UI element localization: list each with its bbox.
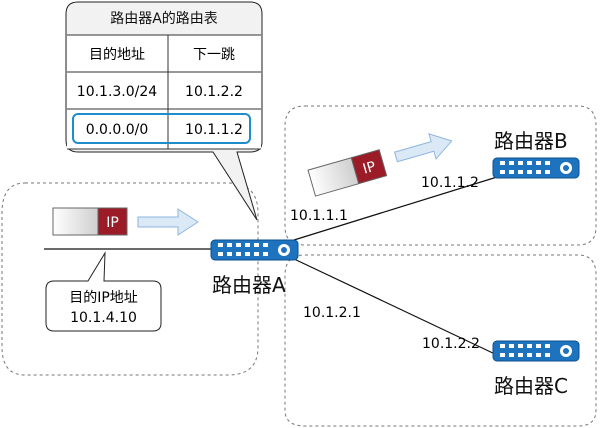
link-a-to-b [293,176,498,241]
ip-packet-label: IP [106,215,119,231]
table-header-next-hop: 下一跳 [193,47,235,63]
router-icon [210,239,299,261]
callout-line-2: 10.1.4.10 [70,310,137,326]
router-c-label: 路由器C [494,374,568,398]
table-row-2-destination: 0.0.0.0/0 [86,122,149,138]
label-a-to-b-address: 10.1.1.1 [290,208,348,224]
label-c-address: 10.1.2.2 [422,336,480,352]
router-icon [492,340,580,362]
router-a-label: 路由器A [212,273,286,297]
callout-line-1: 目的IP地址 [69,290,138,306]
arrow-right-icon [137,208,199,236]
ip-packet-icon: IP [52,207,128,236]
router-icon [492,157,580,179]
table-row-1-next-hop: 10.1.2.2 [185,84,243,100]
ip-packet-icon: IP [307,149,388,197]
destination-callout-bubble [45,251,162,332]
routing-table-title: 路由器A的路由表 [110,11,218,27]
routing-table: 目的地址 下一跳 10.1.3.0/24 10.1.2.2 0.0.0.0/0 … [67,34,261,150]
zone-router-b [284,105,597,246]
highlighted-default-route [72,113,251,144]
ip-packet-label-top: IP [361,159,378,178]
label-b-address: 10.1.1.2 [421,175,479,191]
router-b-label: 路由器B [494,129,568,153]
label-a-to-c-address: 10.1.2.1 [303,305,361,321]
table-row-2-next-hop: 10.1.1.2 [185,122,243,138]
link-a-to-c [291,257,498,356]
zone-left [1,182,259,376]
table-row-1-destination: 10.1.3.0/24 [77,84,158,100]
table-header-destination: 目的地址 [89,47,145,63]
arrow-right-icon [393,133,453,163]
